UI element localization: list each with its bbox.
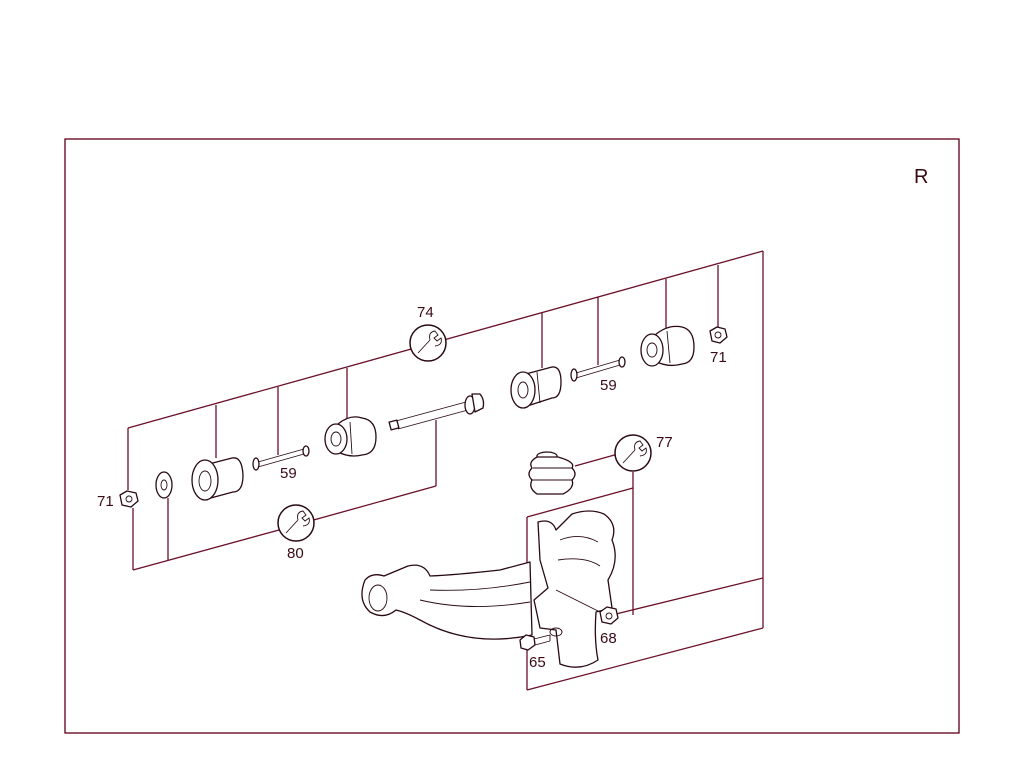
- bushing-center-right: [510, 366, 562, 409]
- bushing-center-left: [324, 416, 377, 457]
- label-bolt-right: 59: [600, 377, 617, 394]
- control-arm: [361, 561, 533, 640]
- label-bolt-bottom: 65: [529, 654, 546, 671]
- washer: [155, 471, 173, 499]
- diagram-frame: [64, 138, 960, 734]
- label-top-tool: 74: [417, 304, 434, 321]
- wrench-icon: [277, 504, 315, 542]
- hex-nut-right: [709, 326, 728, 344]
- bolt-bottom: [519, 634, 551, 651]
- wrench-icon: [614, 434, 652, 472]
- rubber-boot: [528, 451, 576, 495]
- bolt-right: [570, 356, 626, 382]
- long-bolt: [388, 393, 485, 431]
- label-washer: 80: [287, 545, 304, 562]
- bushing-left: [191, 457, 244, 501]
- steering-knuckle: [533, 510, 616, 668]
- label-nut-left: 71: [97, 493, 114, 510]
- corner-label: R: [914, 166, 928, 188]
- hex-nut-left: [119, 490, 139, 508]
- bolt-left: [252, 445, 310, 471]
- wrench-icon: [409, 324, 447, 362]
- label-boot-tool: 77: [656, 434, 673, 451]
- label-nut-joint: 68: [600, 630, 617, 647]
- hex-nut-joint: [599, 606, 619, 625]
- label-bolt-left: 59: [280, 465, 297, 482]
- bushing-right: [640, 325, 695, 367]
- label-nut-right: 71: [710, 349, 727, 366]
